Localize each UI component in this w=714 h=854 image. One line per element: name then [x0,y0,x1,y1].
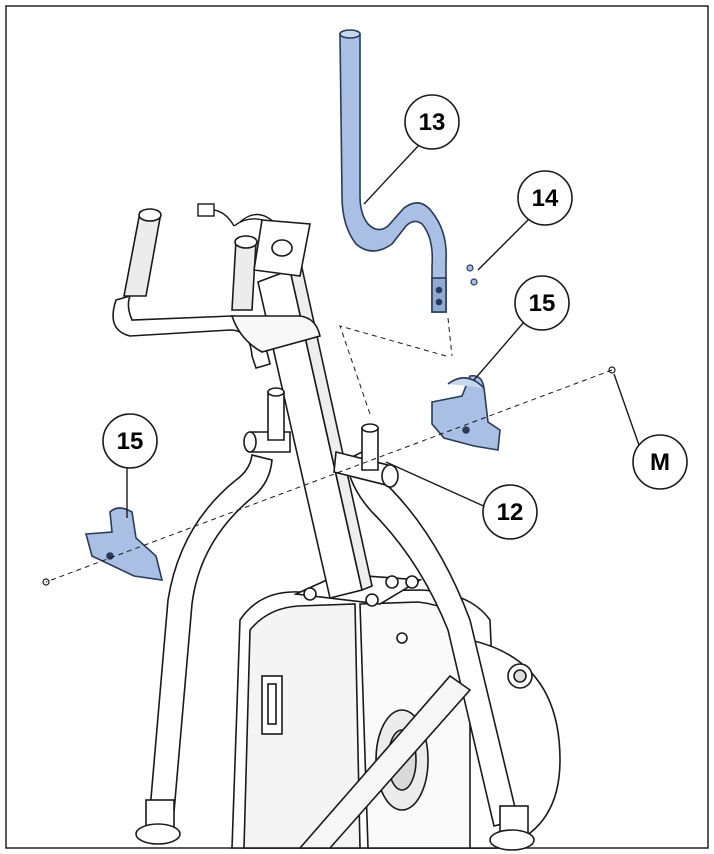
callout-13: 13 [404,94,460,150]
upright-tube-part [339,29,448,313]
callout-M: M [632,434,688,490]
svg-text:M: M [650,449,670,476]
svg-text:13: 13 [419,109,446,136]
side-arms [135,450,535,851]
svg-text:15: 15 [117,428,144,455]
bolt-set-part [466,264,478,286]
callout-14: 14 [517,170,573,226]
head-plate [253,219,311,277]
callout-15-left: 15 [102,413,158,469]
right-cover-part [431,374,501,451]
assembly-guides [45,317,613,583]
callout-leaders [126,143,641,518]
svg-text:14: 14 [532,185,559,212]
svg-text:15: 15 [529,290,556,317]
handlebar [112,208,321,369]
machine-housing [231,589,501,849]
left-cover-part [84,507,164,581]
callout-15-right: 15 [514,275,570,331]
callout-12: 12 [482,484,538,540]
svg-text:12: 12 [497,499,524,526]
